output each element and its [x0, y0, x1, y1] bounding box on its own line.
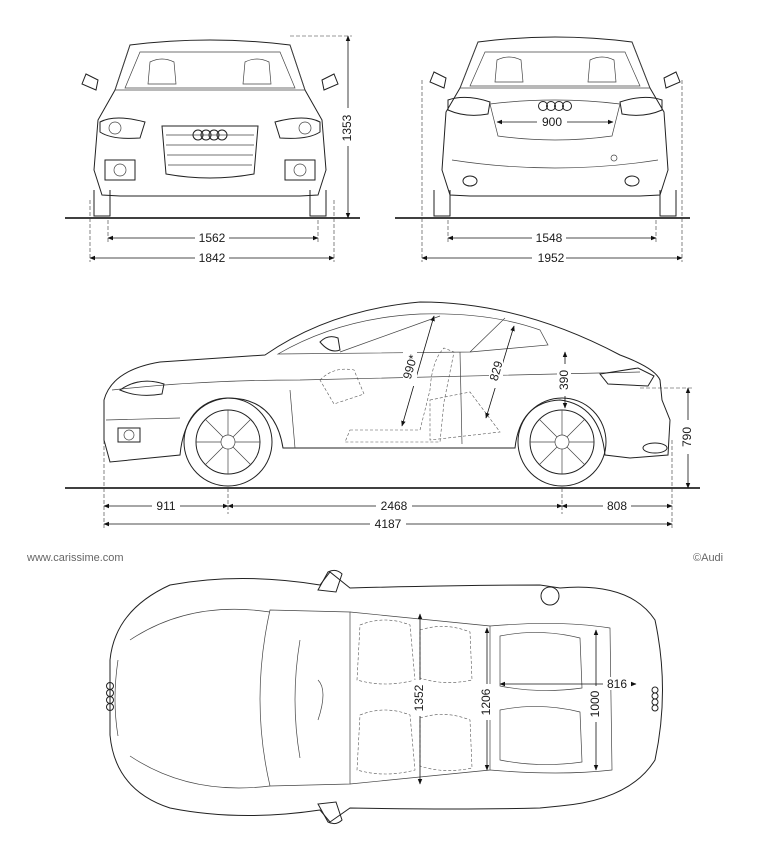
- front-view: 1562 1842 1353: [65, 35, 360, 265]
- dim-front-height: 1353: [340, 114, 354, 141]
- rear-view: 900 1548 1952: [395, 36, 690, 265]
- dim-front-overhang: 911: [156, 499, 175, 513]
- dim-headroom-front: 990*: [400, 353, 420, 381]
- top-view: 1352 1206 1000 816: [106, 569, 663, 825]
- dim-trunk-width: 1000: [588, 690, 602, 717]
- dim-cabin-rear: 1206: [479, 688, 493, 715]
- rear-wheel: [517, 397, 607, 487]
- dim-cabin-front: 1352: [412, 684, 426, 711]
- dim-headroom-rear: 829: [487, 359, 506, 382]
- dim-wheelbase: 2468: [381, 499, 408, 513]
- audi-rings-rear: [538, 101, 572, 111]
- front-wheel: [183, 397, 273, 487]
- side-view: 990* 829 390 790 911 2468 808 4187: [65, 301, 700, 531]
- dim-rear-seat: 390: [557, 370, 571, 390]
- source-credit: www.carissime.com: [27, 552, 124, 564]
- dim-rear-width: 1952: [538, 251, 565, 265]
- dim-side-height: 790: [680, 427, 694, 447]
- dim-front-width: 1842: [199, 251, 226, 265]
- dim-rear-track: 1548: [536, 231, 563, 245]
- dim-rear-trunk: 900: [542, 115, 562, 129]
- dim-front-track: 1562: [199, 231, 226, 245]
- audi-rings-top: [106, 682, 659, 712]
- copyright-credit: ©Audi: [693, 552, 724, 564]
- dim-trunk-length: 816: [607, 677, 627, 691]
- dim-rear-overhang: 808: [607, 499, 627, 513]
- audi-rings-front: [192, 129, 228, 141]
- dim-overall-length: 4187: [375, 517, 402, 531]
